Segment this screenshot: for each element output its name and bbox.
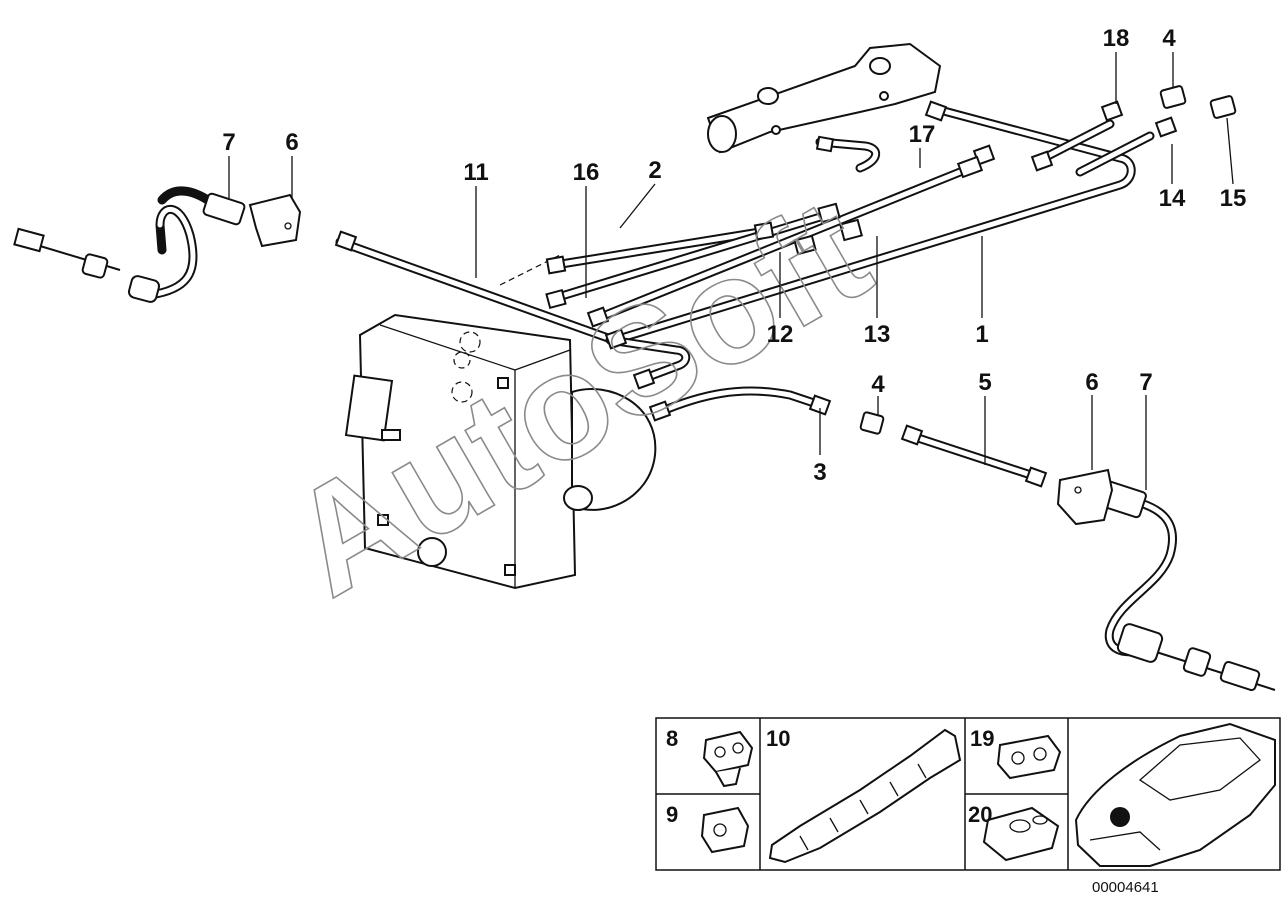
- callout-7-right: 7: [1139, 369, 1152, 396]
- callout-labels: 1 2 3 4 4 5 6 6 7 7 11 12 13 14 15 16 17…: [222, 25, 1246, 486]
- callout-16: 16: [573, 159, 600, 186]
- inset-label-19: 19: [970, 726, 994, 751]
- master-cylinder: [706, 42, 942, 154]
- callout-17: 17: [909, 121, 936, 148]
- callout-13: 13: [864, 321, 891, 348]
- clip-19-illustration: [996, 734, 1062, 780]
- inset-label-9: 9: [666, 802, 678, 827]
- left-brake-hose: [13, 186, 302, 303]
- car-location-illustration: [1074, 722, 1276, 867]
- callout-1: 1: [975, 321, 988, 348]
- bracket-10-illustration: [768, 728, 962, 864]
- callout-18: 18: [1103, 25, 1130, 52]
- callout-6-right: 6: [1085, 369, 1098, 396]
- brake-lines: [335, 105, 1155, 483]
- callout-4-top: 4: [1162, 25, 1176, 52]
- pipe-fittings: [334, 85, 1237, 488]
- clip-9-illustration: [700, 806, 750, 854]
- inset-label-10: 10: [766, 726, 790, 751]
- inset-panel: 8 9 10 19 20: [655, 717, 1281, 871]
- callout-11: 11: [463, 159, 488, 186]
- callout-5: 5: [978, 369, 991, 396]
- inset-label-20: 20: [968, 802, 992, 827]
- callout-3: 3: [813, 459, 826, 486]
- leader-lines: [228, 52, 1234, 490]
- callout-2: 2: [648, 157, 661, 184]
- abs-hydraulic-unit: [344, 313, 657, 590]
- grommet-20-illustration: [982, 806, 1060, 862]
- clip-8-illustration: [702, 730, 754, 788]
- callout-14: 14: [1159, 185, 1186, 212]
- inset-label-8: 8: [666, 726, 678, 751]
- location-dot-icon: [1110, 807, 1130, 827]
- callout-4-center: 4: [871, 371, 885, 398]
- right-brake-hose: [1056, 468, 1276, 692]
- document-number: 00004641: [1092, 879, 1159, 896]
- callout-15: 15: [1220, 185, 1247, 212]
- callout-12: 12: [767, 321, 794, 348]
- callout-6-left: 6: [285, 129, 298, 156]
- callout-7-left: 7: [222, 129, 235, 156]
